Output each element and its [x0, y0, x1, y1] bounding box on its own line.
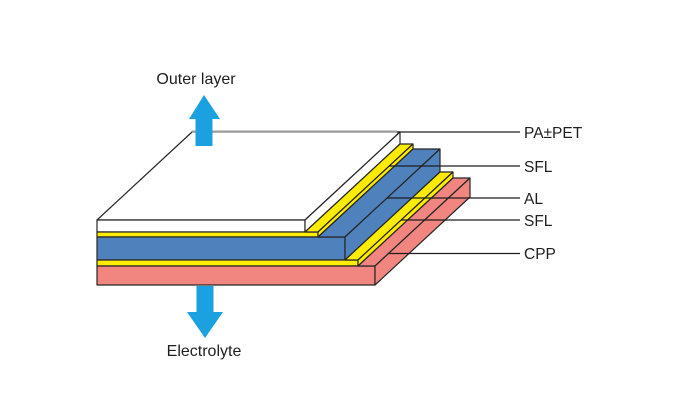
up-arrow-icon [189, 95, 220, 146]
layer-al [96, 148, 441, 261]
al-front-face [96, 236, 346, 261]
layer-label-sfl-bottom: SFL [524, 213, 553, 230]
electrolyte-label: Electrolyte [167, 343, 242, 360]
down-arrow-icon [187, 286, 223, 338]
sfl-top-front-face [96, 231, 319, 238]
layer-cpp [96, 177, 471, 286]
layer-label-pa-pet: PA±PET [524, 125, 583, 142]
cpp-right-face [374, 177, 471, 286]
leader-lines [387, 131, 520, 255]
sfl-bottom-front-face [96, 259, 359, 267]
layer-label-al: AL [524, 191, 543, 208]
cpp-front-face [96, 265, 376, 286]
layer-label-cpp: CPP [524, 246, 556, 263]
outer-layer-label: Outer layer [156, 71, 236, 88]
pa-pet-front-face [96, 219, 306, 233]
layer-pa-pet [96, 131, 401, 233]
layer-label-sfl-top: SFL [524, 159, 553, 176]
